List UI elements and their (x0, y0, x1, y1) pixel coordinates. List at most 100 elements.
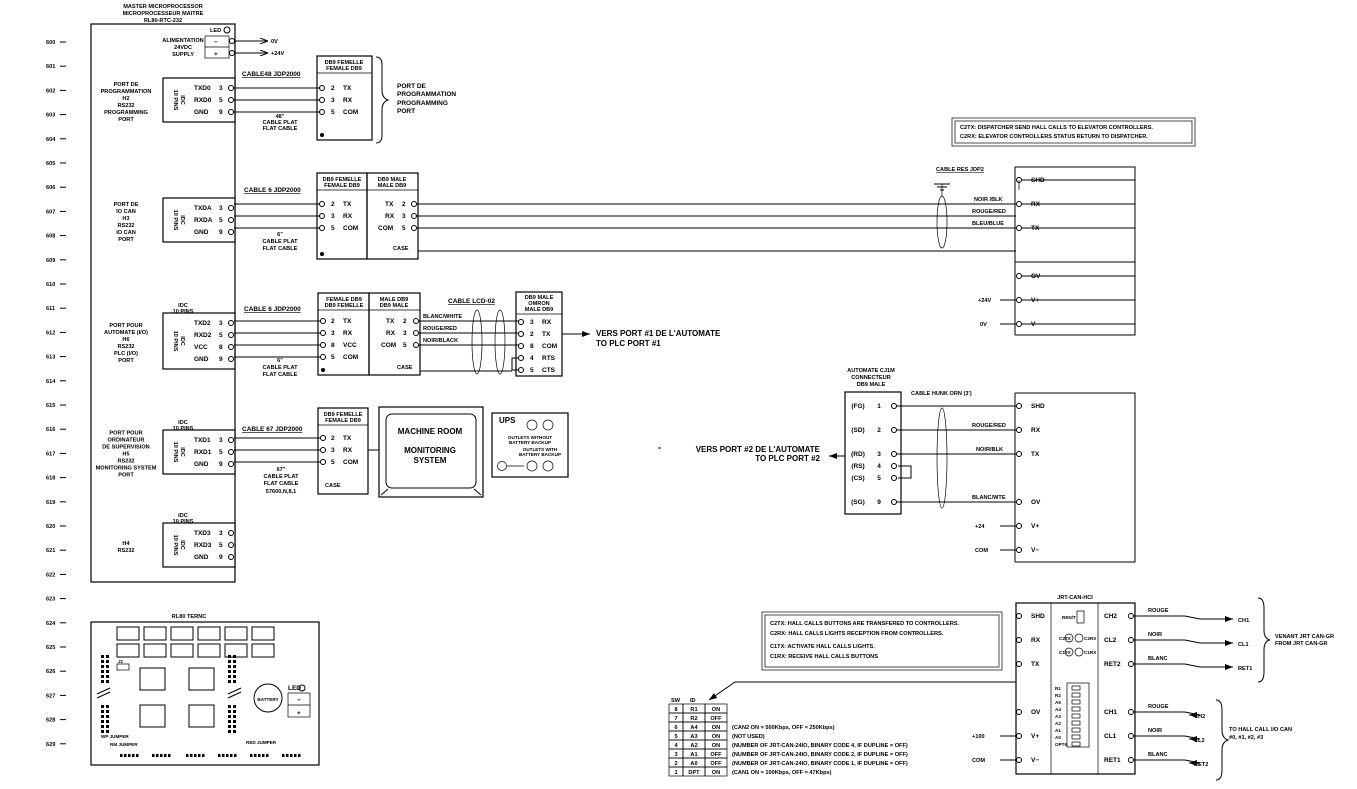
omron-title1: DB9 MALE (525, 295, 554, 301)
omron-cts: CTS (542, 367, 556, 374)
supply-0v-tag: 0V (980, 322, 987, 328)
cable67-label: CABLE 67 JDP2000 (242, 426, 303, 433)
outlet-icon (542, 419, 554, 431)
idc-pins-label: 10 PINS (172, 210, 178, 231)
idc-header-4 (162, 522, 236, 568)
prog-port-label-3: PROGRAMMING (397, 100, 448, 107)
omron-pin-number: 1 (877, 403, 881, 410)
hci-right-ch1: CH1 (1104, 709, 1117, 716)
port-description: RS232 (117, 223, 134, 229)
row-number: 602 (46, 88, 55, 94)
db9-prog-title2: FEMALE DB9 (326, 66, 362, 72)
port-pin-number: 3 (219, 85, 223, 92)
hci-left-tx: TX (1031, 661, 1040, 668)
outlet-icon (526, 419, 538, 431)
hci-left-vp: V+ (1031, 733, 1039, 740)
db9-iocan-f1: DB9 FEMELLE (323, 177, 362, 183)
hci-c1rx: C1RX (1084, 650, 1097, 655)
row-number: 609 (46, 258, 55, 264)
right-wire-target: CL1 (1238, 642, 1249, 648)
hci-note-line3: C1TX: ACTIVATE HALL CALLS LIGHTS. (770, 644, 875, 650)
port-description: PROGRAMMATION (101, 89, 152, 95)
hunk-wire-black: NOIR/BLK (976, 447, 1003, 453)
idc-top-pins: 10 PINS (173, 309, 194, 315)
port-description: PROGRAMMING (104, 110, 148, 116)
ternc-minus: − (297, 697, 301, 704)
note1-line2: C2RX: ELEVATOR CONTROLLERS STATUS RETURN… (960, 134, 1148, 140)
port-pin-name: RXDA (194, 217, 213, 224)
row-number: 608 (46, 234, 55, 240)
sw-row-number: 6 (674, 725, 677, 731)
ups-outlets-without: OUTLETS WITHOUT (508, 435, 552, 440)
port-pin-name: RXD3 (194, 542, 212, 549)
sw-row-description: (CAN2 ON = 500Kbps, OFF = 250Kbps) (732, 725, 835, 731)
row-number: 604 (46, 137, 56, 143)
terminal-block-1: C2TX: DISPATCHER SEND HALL CALLS TO ELEV… (951, 117, 1196, 336)
db9-iocan-m2: MALE DB9 (378, 183, 407, 189)
port-description: RS232 (117, 459, 134, 465)
row-number: 605 (46, 161, 55, 167)
cable6b-flat1: CABLE PLAT (262, 365, 298, 371)
plc-m-tx: TX (386, 318, 395, 325)
iocan-f-pin5: 5 (331, 225, 335, 232)
sw-row-state: OFF (710, 716, 722, 722)
dip-label: A2 (1055, 721, 1061, 726)
row-number: 624 (46, 621, 56, 627)
port-description: RS232 (117, 103, 134, 109)
mon-tx: TX (343, 435, 352, 442)
hci-title: JRT-CAN-HCI (1057, 595, 1093, 601)
row-number: 614 (46, 379, 56, 385)
omron-rx: RX (542, 319, 552, 326)
db9-prog-pin2: 2 (331, 85, 335, 92)
idc-pins-label: 10 PINS (172, 331, 178, 352)
cable6a-length: 6" (277, 232, 283, 238)
sw-header-id: ID (690, 698, 696, 704)
plc-m-title2: DB9 MALE (380, 303, 409, 309)
plc-m-case: CASE (397, 365, 413, 371)
sw-row-number: 1 (674, 770, 677, 776)
outlet-icon (526, 460, 538, 472)
omron2-title2: CONNECTEUR (851, 375, 890, 381)
port-description: PORT (118, 117, 134, 123)
port-pin-number: 9 (219, 229, 223, 236)
ternc-plus: + (297, 710, 301, 717)
master-led-icon (223, 26, 231, 34)
hci-right-cl1: CL1 (1104, 733, 1117, 740)
port-pin-name: GND (194, 461, 209, 468)
sw-row-state: OFF (710, 752, 722, 758)
master-title-fr: MICROPROCESSEUR MAITRE (123, 11, 204, 17)
cable6a-flat2: FLAT CABLE (263, 246, 298, 252)
right-wire-target: RET1 (1238, 666, 1252, 672)
ternc-red-jumper: RED JUMPER (246, 740, 277, 745)
mon-com: COM (343, 459, 358, 466)
iocan-m-tx: TX (385, 201, 394, 208)
omron2-pins: (FG)1(SD)2(RD)3(RS)4(CS)5(SG)9 (851, 403, 897, 506)
right-wire-color: BLANC (1148, 656, 1168, 662)
note1-line1: C2TX: DISPATCHER SEND HALL CALLS TO ELEV… (960, 125, 1153, 131)
hunk-cable-label: CABLE HUNK ORN (3') (911, 391, 972, 397)
to-hall-call-io: TO HALL CALL I/O CAN (1229, 727, 1292, 733)
sw-row-state: ON (712, 770, 720, 776)
idc-header-2 (162, 312, 236, 370)
port-pin-name: RXD1 (194, 449, 212, 456)
right-wire-color: NOIR (1148, 728, 1162, 734)
row-number: 629 (46, 742, 55, 748)
cable6a-label: CABLE 6 JDP2000 (244, 187, 301, 194)
prog-port-label-4: PORT (397, 108, 415, 115)
omron-pin-number: 2 (877, 427, 881, 434)
row-number: 615 (46, 403, 55, 409)
db9-iocan-m1: DB9 MALE (378, 177, 407, 183)
db9-prog-title1: DB9 FEMELLE (325, 60, 364, 66)
omron-p4: 4 (530, 355, 534, 362)
port-description: IO CAN (116, 230, 136, 236)
sw-row-description: (NUMBER OF JRT-CAN-24IO, BINARY CODE 2, … (732, 752, 908, 758)
port-pin-number: 3 (219, 530, 223, 537)
idc-pins-label: 10 PINS (172, 90, 178, 111)
sw-row-state: ON (712, 725, 720, 731)
supply-plus: + (214, 51, 218, 58)
omron-p8: 8 (530, 343, 534, 350)
port-pin-number: 5 (219, 97, 223, 104)
